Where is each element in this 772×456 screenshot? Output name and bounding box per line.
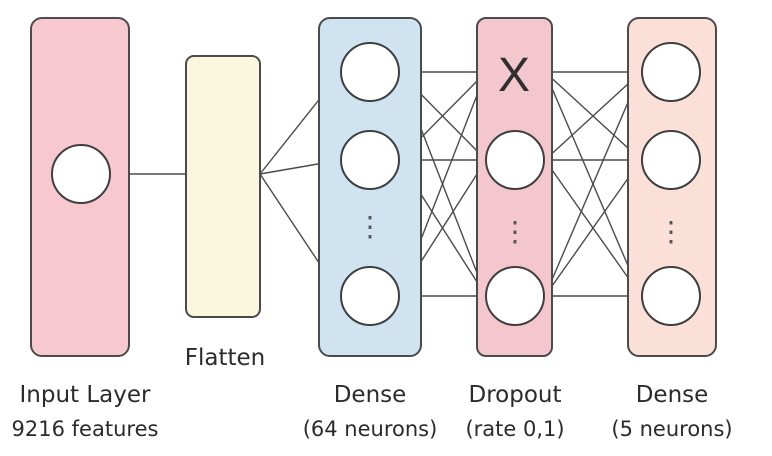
dropout-layer-subtitle: (rate 0,1) xyxy=(465,417,565,441)
dense-5-ellipsis-icon: ⋮ xyxy=(657,215,685,248)
dropout-neuron xyxy=(485,266,545,326)
dropout-layer-title: Dropout xyxy=(468,382,562,408)
neurons-group xyxy=(51,42,701,326)
dense-5-layer-title: Dense xyxy=(635,382,709,408)
input-neuron xyxy=(51,144,111,204)
dense-64-ellipsis-icon: ⋮ xyxy=(356,210,384,243)
dense-5-neuron xyxy=(641,266,701,326)
input-layer-title: Input Layer xyxy=(19,382,151,408)
flatten-layer-box xyxy=(185,55,261,318)
dropout-mark: X xyxy=(498,49,530,102)
input-layer-subtitle: 9216 features xyxy=(11,417,159,441)
dense-64-neuron xyxy=(340,266,400,326)
dropout-to-dense-connection xyxy=(544,71,642,297)
dense-64-layer-subtitle: (64 neurons) xyxy=(302,417,438,441)
dropout-to-dense-connection xyxy=(544,71,642,161)
dense-64-neuron xyxy=(340,130,400,190)
dropout-neuron xyxy=(485,130,545,190)
dense-5-neuron xyxy=(641,42,701,102)
dropout-to-dense-connection xyxy=(544,159,642,297)
dense-64-layer-title: Dense xyxy=(333,382,407,408)
dropout-ellipsis-icon: ⋮ xyxy=(501,215,529,248)
dense-5-layer-subtitle: (5 neurons) xyxy=(611,417,733,441)
flatten-layer-title: Flatten xyxy=(184,345,266,371)
dense-64-neuron xyxy=(340,42,400,102)
dense-5-neuron xyxy=(641,130,701,190)
